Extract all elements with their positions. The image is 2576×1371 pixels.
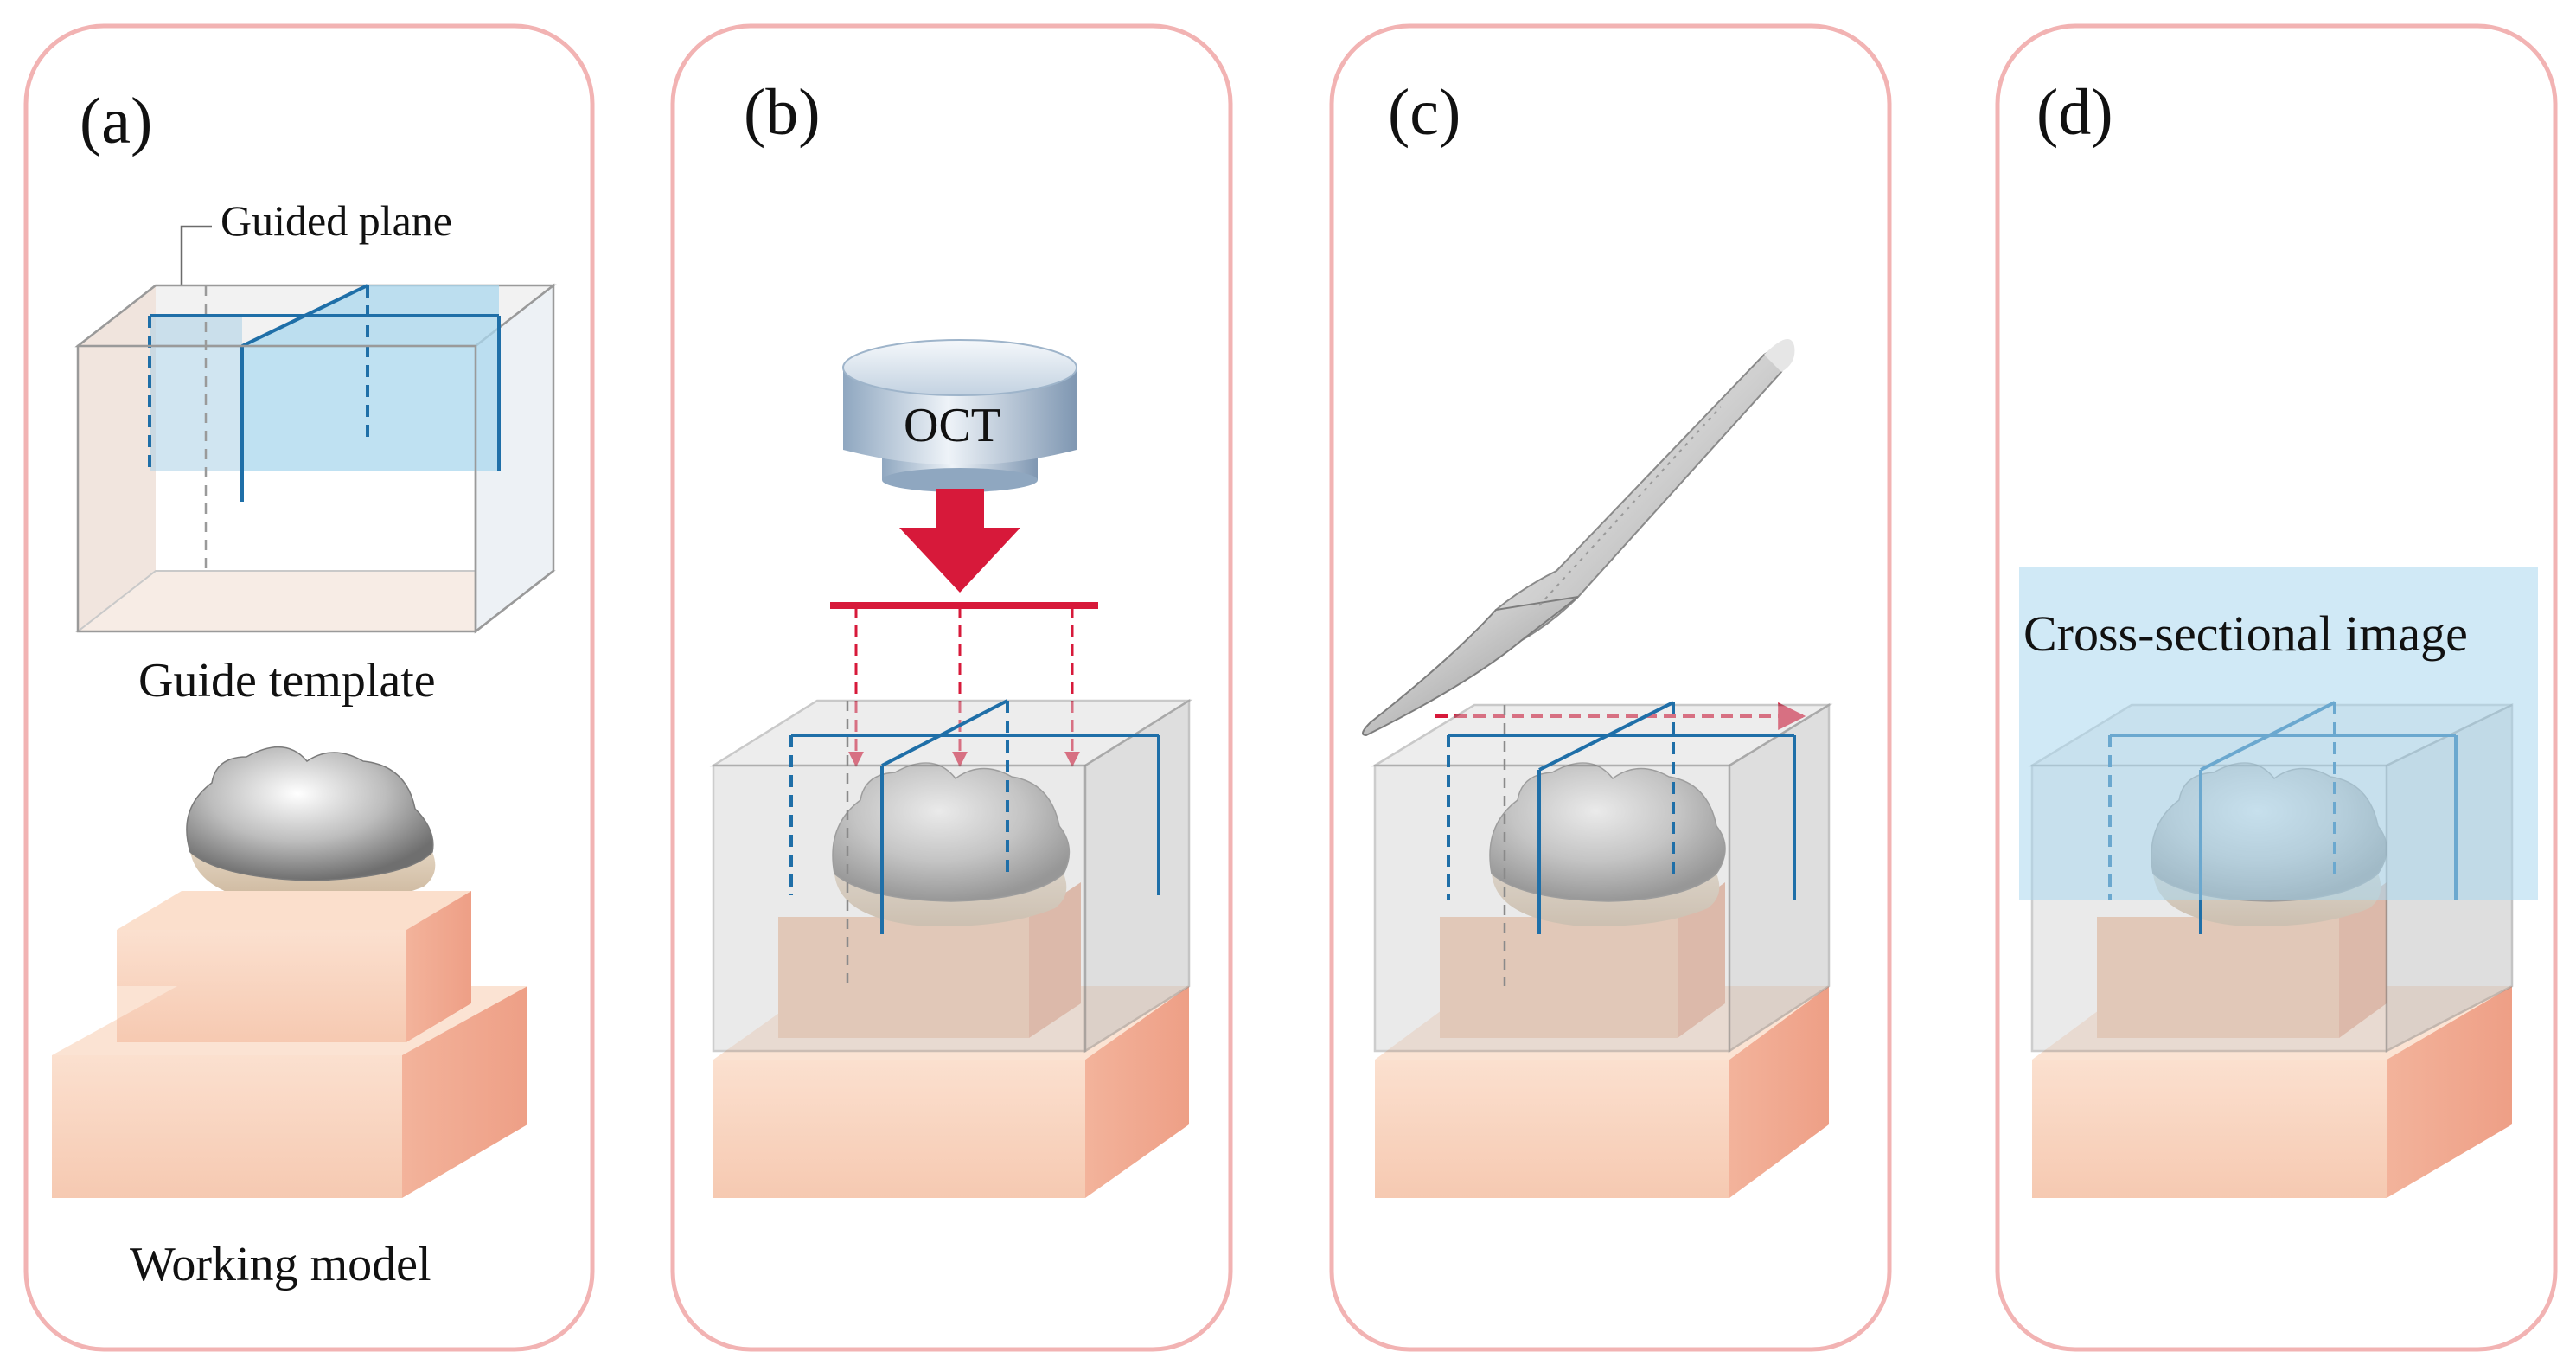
tooth-crown-icon — [1489, 762, 1726, 926]
panel-c-label: (c) — [1388, 76, 1461, 149]
guide-template-text: Guide template — [138, 654, 436, 708]
guide-template — [1371, 701, 1833, 1054]
working-model-text: Working model — [130, 1238, 431, 1291]
panel-d: (d) Cross-sectional image — [1995, 23, 2558, 1352]
oct-probe-icon: OCT — [842, 339, 1077, 492]
arrow-down-icon — [899, 489, 1020, 593]
working-model-base — [713, 882, 1189, 1198]
cross-sectional-image-overlay — [2019, 567, 2538, 900]
cross-sectional-image-text: Cross-sectional image — [2023, 605, 2468, 662]
working-model — [52, 891, 527, 1198]
panel-b: (b) OCT — [670, 23, 1233, 1352]
panel-c: (c) — [1329, 23, 1892, 1352]
guided-plane-text: Guided plane — [221, 196, 452, 245]
guide-template — [74, 283, 557, 634]
oct-text: OCT — [904, 399, 1000, 452]
panel-a: (a) Guided plane Guide template — [23, 23, 595, 1352]
tooth-crown-icon — [832, 762, 1071, 926]
panel-b-label: (b) — [744, 76, 821, 149]
scalpel-icon — [1362, 339, 1795, 737]
panel-d-label: (d) — [2036, 76, 2113, 149]
working-model-base — [1375, 882, 1829, 1198]
panel-a-label: (a) — [80, 85, 152, 157]
guide-template — [709, 698, 1193, 1054]
